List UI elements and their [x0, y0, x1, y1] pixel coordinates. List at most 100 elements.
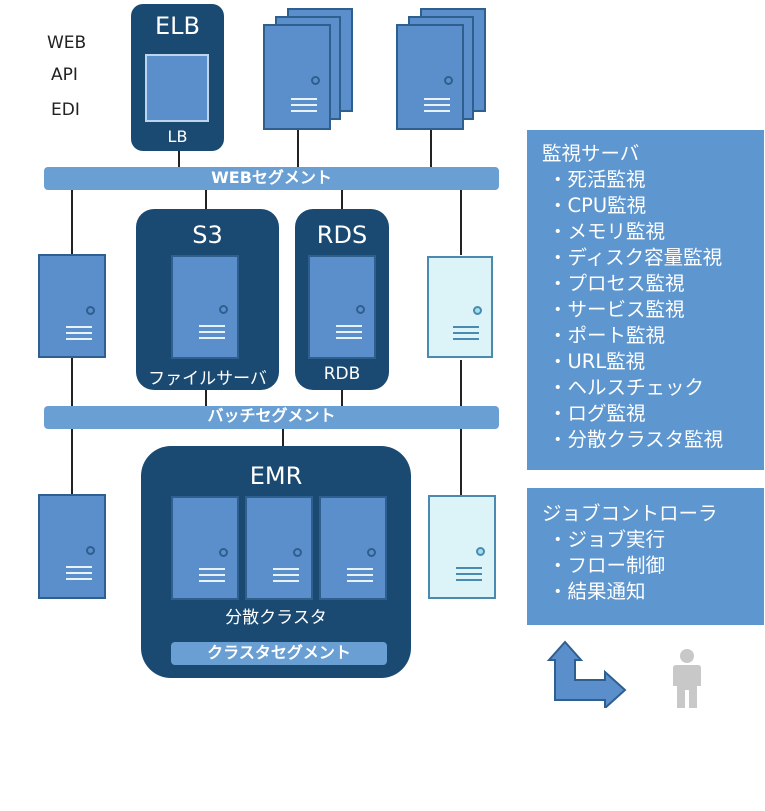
job-panel-title: ジョブコントローラ	[542, 502, 718, 525]
emr-title: EMR	[249, 462, 303, 490]
elb-group: ELB LB	[131, 4, 224, 151]
job-item: ・フロー制御	[548, 554, 666, 577]
server-vent	[347, 574, 373, 576]
server-knob-icon	[86, 306, 95, 315]
server-vent	[273, 574, 299, 576]
server-vent	[336, 325, 362, 327]
left-server-bottom-line	[71, 428, 73, 496]
server-vent	[456, 579, 482, 581]
monitor-server	[427, 256, 493, 358]
server-vent	[66, 332, 92, 334]
server-vent	[199, 580, 225, 582]
rds-title: RDS	[316, 221, 368, 249]
monitor-panel-title: 監視サーバ	[542, 142, 640, 165]
server-knob-icon	[219, 305, 228, 314]
server-knob-icon	[219, 548, 228, 557]
batch-segment-bar: バッチセグメント	[44, 406, 499, 429]
monitor-item: ・プロセス監視	[548, 272, 685, 295]
elb-title: ELB	[155, 12, 200, 40]
monitor-item: ・CPU監視	[548, 194, 647, 217]
server-vent	[424, 110, 450, 112]
label-api: API	[51, 65, 78, 85]
server-vent	[273, 580, 299, 582]
rds-top-line	[341, 190, 343, 212]
monitor-item: ・サービス監視	[548, 298, 685, 321]
job-controller-panel: ジョブコントローラ ・ジョブ実行 ・フロー制御 ・結果通知	[527, 488, 764, 625]
person-icon	[673, 649, 701, 708]
cluster-node-1	[171, 496, 239, 600]
monitor-item: ・ポート監視	[548, 324, 666, 347]
server-vent	[291, 110, 317, 112]
left-server-top-line	[71, 190, 73, 255]
server-knob-icon	[444, 76, 453, 85]
right-server-mid-line	[460, 360, 462, 410]
server-vent	[456, 567, 482, 569]
elb-link-line	[178, 150, 180, 172]
server-vent	[66, 338, 92, 340]
server-vent	[336, 337, 362, 339]
label-web: WEB	[47, 33, 87, 53]
s3-title: S3	[192, 221, 223, 249]
server-vent	[199, 574, 225, 576]
cluster-node-2	[245, 496, 313, 600]
monitor-item: ・ディスク容量監視	[548, 246, 723, 269]
elb-load-balancer	[145, 54, 209, 122]
server-knob-icon	[367, 548, 376, 557]
server-knob-icon	[473, 306, 482, 315]
monitor-item: ・ログ監視	[548, 402, 646, 425]
server-vent	[456, 573, 482, 575]
s3-sub: ファイルサーバ	[148, 369, 267, 389]
s3-top-line	[205, 190, 207, 212]
server-knob-icon	[476, 547, 485, 556]
right-server-bottom-line	[460, 428, 462, 496]
elb-sub: LB	[167, 127, 188, 146]
web-stack2-link-line	[430, 130, 432, 172]
web-segment-bar: WEBセグメント	[44, 167, 499, 190]
monitor-item: ・ヘルスチェック	[548, 376, 705, 399]
emr-sub: 分散クラスタ	[225, 608, 327, 628]
right-server-top-line	[460, 190, 462, 255]
database-server	[308, 255, 376, 359]
server-vent	[199, 337, 225, 339]
server-vent	[347, 580, 373, 582]
emr-group: EMR 分散クラスタ クラスタセグメント	[141, 446, 411, 678]
server-knob-icon	[311, 76, 320, 85]
left-batch-server	[38, 254, 106, 358]
bent-arrow-icon	[546, 640, 627, 708]
web-server-stack1-front	[263, 24, 331, 130]
server-knob-icon	[356, 305, 365, 314]
web-server-stack2-front	[396, 24, 464, 130]
rds-sub: RDB	[323, 364, 361, 384]
server-vent	[66, 326, 92, 328]
server-knob-icon	[86, 546, 95, 555]
s3-group: S3 ファイルサーバ	[136, 209, 279, 390]
left-cluster-server	[38, 494, 106, 599]
server-vent	[273, 568, 299, 570]
s3-bottom-line	[205, 389, 207, 410]
monitor-item: ・死活監視	[548, 168, 646, 191]
server-vent	[453, 332, 479, 334]
label-edi: EDI	[51, 100, 80, 120]
file-server	[171, 255, 239, 359]
left-server-mid-line	[71, 358, 73, 410]
server-vent	[291, 104, 317, 106]
monitor-server-panel: 監視サーバ ・死活監視 ・CPU監視 ・メモリ監視 ・ディスク容量監視 ・プロセ…	[527, 130, 764, 470]
job-item: ・結果通知	[548, 580, 646, 603]
server-vent	[347, 568, 373, 570]
server-knob-icon	[293, 548, 302, 557]
server-vent	[66, 566, 92, 568]
monitor-item: ・URL監視	[548, 350, 646, 373]
emr-top-line	[282, 428, 284, 448]
job-server	[428, 495, 496, 599]
rds-bottom-line	[341, 389, 343, 410]
server-vent	[66, 578, 92, 580]
cluster-node-3	[319, 496, 387, 600]
server-vent	[424, 98, 450, 100]
server-vent	[291, 98, 317, 100]
server-vent	[453, 338, 479, 340]
rds-group: RDS RDB	[295, 209, 389, 390]
cluster-segment-bar: クラスタセグメント	[171, 642, 387, 665]
server-vent	[424, 104, 450, 106]
server-vent	[336, 331, 362, 333]
server-vent	[66, 572, 92, 574]
